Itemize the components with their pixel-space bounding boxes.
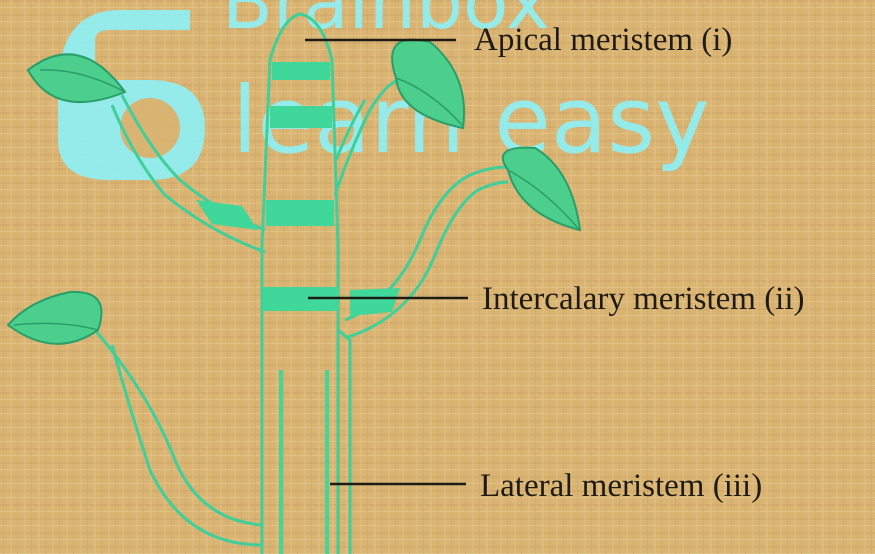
apical-band-2 [270,106,332,128]
apical-meristem-label: Apical meristem (i) [474,22,732,58]
intercalary-meristem-label: Intercalary meristem (ii) [482,281,805,317]
lateral-meristem-label: Lateral meristem (iii) [480,468,762,504]
apical-band-1 [272,62,330,80]
intercalary-band-1 [266,200,334,226]
lateral-strip-left [279,370,283,554]
lateral-strip-right [325,370,329,554]
